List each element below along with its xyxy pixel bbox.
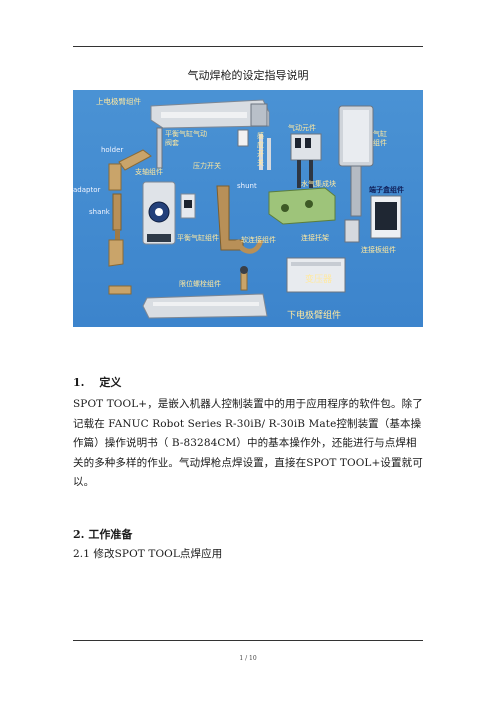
label-terminal-box: 端子盒组件 (369, 186, 404, 194)
label-sensing-switch: 感应开关 (257, 132, 264, 167)
page-number: 1 / 10 (239, 655, 257, 662)
section-1-body: SPOT TOOL+，是嵌入机器人控制装置中的用于应用程序的软件包。除了记载在 … (73, 398, 423, 488)
document-title: 气动焊枪的设定指导说明 (187, 69, 309, 82)
label-transformer: 变压器 (305, 275, 333, 285)
label-holder: holder (101, 146, 124, 154)
label-limit-bolt: 限位螺栓组件 (179, 280, 221, 288)
label-soft-conn: 软连接组件 (241, 236, 276, 244)
label-upper-arm: 上电极臂组件 (96, 97, 141, 106)
upper-arm-part (150, 99, 270, 129)
label-balance-cyl-rod: 平衡气缸气动阀套 (165, 130, 207, 147)
section-2-1-subheading: 2.1 修改SPOT TOOL点焊应用 (73, 548, 223, 560)
label-conn-bracket: 连接托架 (301, 234, 329, 242)
label-conn-plate: 连接板组件 (361, 246, 396, 254)
label-pneumatic-elem: 气动元件 (288, 124, 316, 132)
welding-gun-diagram: 上电极臂组件 平衡气缸气动阀套 感应开关 气动元件 气缸组件 holder 压力… (73, 90, 423, 327)
section-2-heading: 2. 工作准备 (73, 528, 133, 541)
header-rule (73, 46, 423, 47)
label-lower-arm: 下电极臂组件 (287, 311, 342, 321)
label-shunt: shunt (237, 182, 257, 190)
label-water-manifold: 水气集成块 (301, 180, 336, 188)
footer-rule (73, 640, 423, 641)
label-support: 支轴组件 (135, 168, 163, 176)
parts-illustration (108, 99, 402, 319)
label-adaptor: adaptor (73, 186, 101, 194)
label-cylinder: 气缸组件 (373, 130, 387, 147)
label-shank: shank (89, 208, 110, 216)
label-balance-cyl: 平衡气缸组件 (177, 234, 219, 242)
section-1-heading: 1. 定义 (73, 376, 122, 389)
label-pressure-switch: 压力开关 (193, 162, 221, 170)
